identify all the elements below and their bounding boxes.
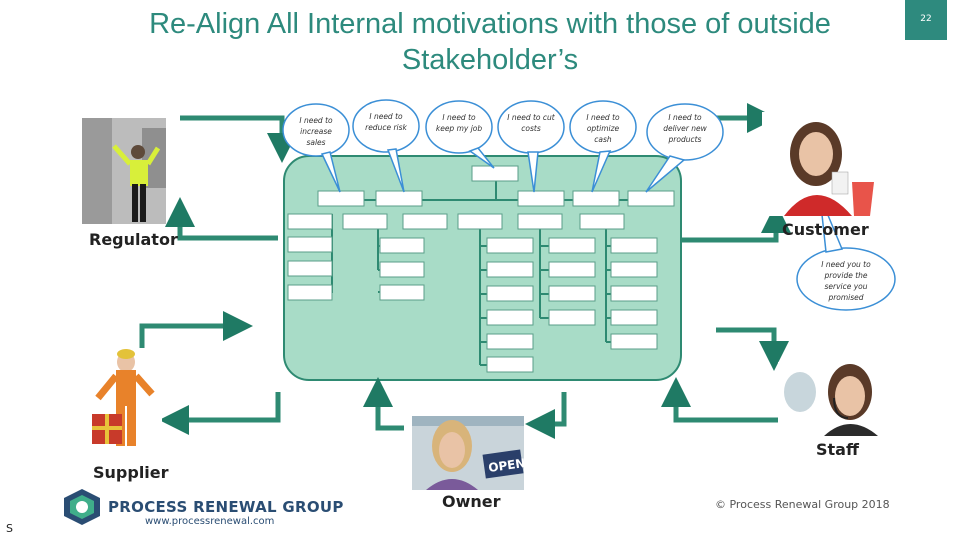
staff-photo	[778, 362, 890, 436]
footer-left-text: S	[6, 522, 13, 535]
arrow-staff-to-org	[661, 377, 780, 423]
bubble-text-customer-service: I need you to provide the service you pr…	[821, 260, 871, 302]
process-renewal-logo-icon	[64, 489, 100, 525]
bubble-text-keep-job: I need to keep my job	[435, 113, 483, 133]
arrow-regulator-to-org	[180, 115, 297, 163]
customer-label: Customer	[782, 220, 869, 239]
bubble-text-deliver-products: I need to deliver new products	[663, 113, 707, 144]
bubble-text-increase-sales: I need to increase sales	[299, 116, 333, 147]
arrow-org-to-owner	[525, 392, 567, 439]
bubble-increase-sales	[282, 103, 350, 193]
copyright: © Process Renewal Group 2018	[715, 498, 890, 511]
arrow-supplier-down	[159, 392, 281, 435]
bubble-text-reduce-risk: I need to reduce risk	[365, 112, 407, 132]
arrow-org-to-regulator	[165, 197, 278, 241]
bubble-reduce-risk	[352, 99, 420, 193]
bubble-text-optimize-cash: I need to optimize cash	[586, 113, 620, 144]
bubble-optimize-cash	[569, 100, 637, 193]
bubble-customer-service	[796, 195, 896, 311]
svg-text:OPEN: OPEN	[487, 456, 524, 475]
bubble-keep-job	[425, 100, 495, 169]
supplier-photo	[88, 348, 162, 460]
bubble-cut-costs	[497, 100, 565, 193]
arrow-org-to-customer	[680, 203, 791, 243]
staff-label: Staff	[816, 440, 859, 459]
regulator-photo	[82, 118, 166, 224]
arrow-customer-to-staff	[716, 327, 789, 371]
page-number: 22	[905, 0, 947, 40]
arrow-supplier-up	[139, 311, 253, 354]
logo-url[interactable]: www.processrenewal.com	[145, 516, 275, 527]
arrow-owner-to-org-left	[363, 377, 404, 431]
regulator-label: Regulator	[89, 230, 178, 249]
supplier-label: Supplier	[93, 463, 169, 482]
owner-label: Owner	[442, 492, 501, 511]
logo-name: PROCESS RENEWAL GROUP	[108, 498, 344, 516]
bubble-deliver-products	[645, 103, 724, 193]
bubble-text-cut-costs: I need to cut costs	[507, 113, 555, 133]
slide-title: Re-Align All Internal motivations with t…	[149, 8, 831, 76]
customer-photo	[762, 112, 876, 216]
owner-photo: OPEN	[412, 416, 524, 490]
